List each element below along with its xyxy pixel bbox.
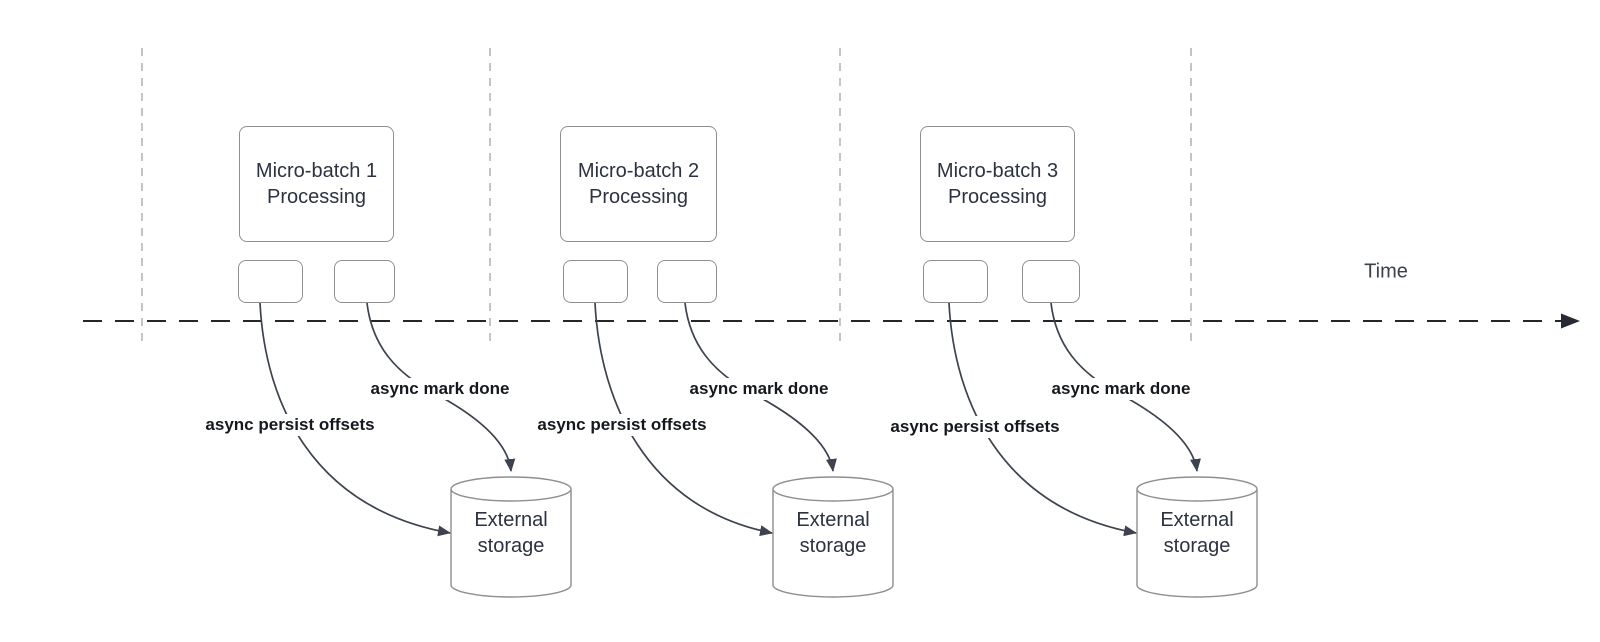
persist-offsets-arrow-2 xyxy=(594,302,773,537)
external-storage-cylinder-1 xyxy=(450,476,572,598)
persist-offsets-label-2: async persist offsets xyxy=(534,414,710,436)
mark-done-label-1: async mark done xyxy=(367,378,513,400)
external-storage-cylinder-3 xyxy=(1136,476,1258,598)
external-storage-label-3: External storage xyxy=(1160,509,1234,557)
micro-batch-2-process-box: Micro-batch 2 Processing xyxy=(560,126,717,242)
persist-offsets-label-1: async persist offsets xyxy=(202,414,378,436)
micro-batch-1-offset-task-box xyxy=(238,260,303,303)
micro-batch-3-mark-task-box xyxy=(1022,260,1080,303)
mark-done-label-3: async mark done xyxy=(1048,378,1194,400)
external-storage-label-1: External storage xyxy=(474,509,548,557)
external-storage-label-2: External storage xyxy=(796,509,870,557)
mark-done-label-2: async mark done xyxy=(686,378,832,400)
persist-offsets-arrow-1 xyxy=(259,302,451,537)
micro-batch-2-mark-task-box xyxy=(657,260,717,303)
micro-batch-1-mark-task-box xyxy=(334,260,395,303)
micro-batch-1-process-box: Micro-batch 1 Processing xyxy=(239,126,394,242)
time-axis-arrowhead-icon xyxy=(1561,313,1580,329)
micro-batch-3-process-box: Micro-batch 3 Processing xyxy=(920,126,1075,242)
persist-offsets-arrow-3 xyxy=(948,302,1137,537)
time-axis-label: Time xyxy=(1364,260,1408,283)
persist-offsets-label-3: async persist offsets xyxy=(887,416,1063,438)
micro-batch-2-offset-task-box xyxy=(563,260,628,303)
external-storage-cylinder-2 xyxy=(772,476,894,598)
micro-batch-3-offset-task-box xyxy=(923,260,988,303)
